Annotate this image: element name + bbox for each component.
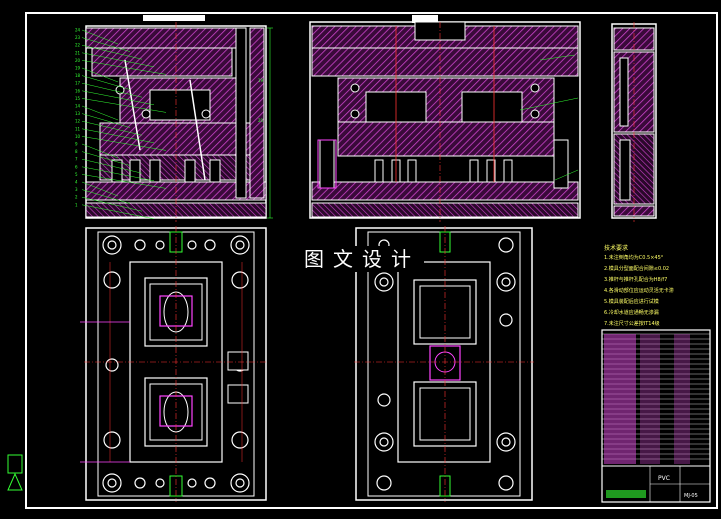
callout-number: 8	[75, 149, 78, 154]
section-view-side	[309, 21, 581, 222]
title-block-code: MJ-05	[684, 493, 698, 499]
callout-leader	[81, 29, 119, 45]
callout-number: 10	[75, 134, 81, 139]
callout-leader	[81, 67, 119, 83]
callout-leaders-left: 2423222120191817161514131211109876543211…	[75, 28, 264, 220]
callout-number: 20	[75, 58, 81, 63]
callout-leader	[81, 128, 155, 144]
callout-number: 13	[75, 111, 81, 116]
callout-leader	[81, 37, 131, 52]
end-view	[611, 22, 657, 222]
tech-note-line: 7.未注尺寸公差按IT14级	[604, 321, 660, 327]
callout-number: 22	[75, 43, 81, 48]
callout-number: 16	[75, 88, 81, 93]
callout-leader	[81, 181, 119, 197]
callout-number: 18	[75, 73, 81, 78]
callout-number: 6	[75, 164, 78, 169]
tech-note-line: 3.推杆与推杆孔配合为H8/f7	[604, 277, 668, 283]
callout-leader	[81, 52, 155, 68]
callout-leader	[81, 143, 119, 159]
callout-number: 14	[75, 104, 81, 109]
callout-number: 19	[75, 66, 81, 71]
callout-number: 17	[75, 81, 81, 86]
callout-leader	[81, 120, 143, 136]
callout-number: 9	[75, 142, 78, 147]
callout-number: 2	[75, 195, 78, 200]
callout-number: 11	[75, 126, 81, 131]
callout-leader	[81, 174, 167, 189]
sheet-border	[25, 12, 718, 509]
left-margin-marker	[7, 454, 23, 491]
title-block	[601, 329, 711, 503]
callout-leader	[81, 196, 143, 212]
plan-view-left	[80, 226, 268, 502]
callout-leader	[81, 82, 143, 98]
callout-leader	[81, 105, 119, 121]
callout-number: 4	[75, 180, 78, 185]
callout-number: 15	[75, 96, 81, 101]
callout-leader	[81, 60, 167, 75]
callout-number: 19	[258, 78, 264, 83]
watermark: 图文设计	[300, 246, 424, 272]
plan-view-right	[354, 226, 534, 502]
callout-leader	[81, 113, 131, 128]
callout-leader	[81, 44, 143, 60]
callout-number: 21	[75, 50, 81, 55]
callout-number: 23	[75, 35, 81, 40]
callout-leader	[81, 204, 155, 220]
callout-leader	[81, 158, 143, 174]
callout-number: 12	[75, 119, 81, 124]
callout-leader	[81, 75, 131, 90]
callout-leader	[81, 136, 167, 151]
callout-number: 7	[75, 157, 78, 162]
callout-leader	[81, 151, 131, 166]
tech-note-line: 6.冷却水道应通畅无渗漏	[604, 310, 659, 316]
section-view-main	[85, 22, 273, 222]
callout-leader	[81, 90, 155, 106]
tech-note-line: 2.模具分型面配合间隙≤0.02	[604, 266, 670, 272]
callout-leader	[81, 98, 167, 113]
callout-number: 3	[75, 187, 78, 192]
tech-note-line: 4.各滑动部位应运动灵活无卡滞	[604, 288, 674, 294]
tech-note-line: 1.未注倒角均为C0.5×45°	[604, 255, 664, 261]
title-block-material: PVC	[658, 475, 670, 482]
tech-note-line: 5.模具装配后应进行试模	[604, 299, 659, 305]
callout-leader	[81, 166, 155, 182]
callout-number: 20	[258, 118, 264, 123]
callout-number: 1	[75, 202, 78, 207]
callout-leader	[81, 189, 131, 204]
callout-number: 5	[75, 172, 78, 177]
callout-number: 24	[75, 28, 81, 33]
tech-notes-title: 技术要求	[604, 245, 629, 252]
